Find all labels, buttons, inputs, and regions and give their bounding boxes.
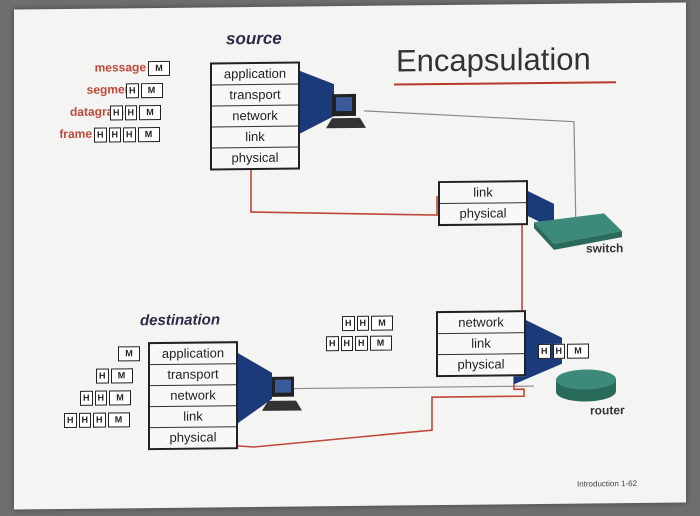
header-hl: H [326,336,339,352]
layer-physical: physical [231,149,279,166]
layer-network: network [438,312,524,335]
header-row-frame: H H H M [94,126,160,143]
source-protocol-stack: application transport network link physi… [210,61,300,171]
payload-m: M [140,82,163,99]
slide-footer: Introduction 1-62 [577,478,638,489]
switch-icon [514,184,622,250]
layer-physical: physical [457,356,505,372]
payload-m: M [107,412,130,428]
router-right-datagram-row: H H M [538,343,589,360]
header-row-datagram: H H M [110,104,161,121]
header-hn: H [78,412,91,428]
header-ht: H [356,315,369,331]
header-ht: H [123,127,136,143]
layer-link: link [150,406,236,429]
payload-m: M [567,343,589,359]
layer-physical: physical [459,205,507,221]
header-hl: H [94,127,107,143]
header-row-message: M [148,60,170,77]
header-ht: H [552,343,565,359]
dest-header-row-frame: H H H M [64,412,130,428]
payload-m: M [118,346,140,362]
router-label: router [590,403,625,418]
payload-m: M [109,390,131,406]
layer-network: network [150,385,236,408]
header-ht: H [355,335,368,351]
gray-link-router-dest [294,385,534,390]
destination-protocol-stack: application transport network link physi… [148,341,238,451]
header-hn: H [538,343,551,360]
header-hl: H [64,412,77,428]
switch-label: switch [586,241,624,256]
header-ht: H [124,105,137,121]
payload-m: M [110,368,133,384]
slide: Encapsulation message segment datagram f… [14,2,686,510]
layer-transport: transport [212,84,298,107]
header-ht: H [96,368,109,384]
gray-link-source-switch [363,110,577,234]
layer-application: application [212,63,298,86]
payload-m: M [371,315,393,331]
header-hn: H [110,105,123,121]
header-row-segment: H M [126,82,163,99]
header-hn: H [342,315,355,332]
dest-computer-icon [238,353,302,424]
layer-application: application [150,343,236,366]
label-frame: frame [59,126,92,142]
source-label: source [226,28,282,49]
payload-m: M [148,60,170,77]
dest-header-row-datagram: H H M [80,390,131,406]
router-protocol-stack: network link physical [436,310,526,378]
layer-link: link [438,333,524,356]
layer-transport: transport [150,364,236,387]
diagram-canvas [148,68,622,448]
header-hn: H [80,390,93,406]
header-ht: H [93,412,106,428]
dest-header-row-segment: H M [96,368,133,384]
payload-m: M [139,104,161,121]
payload-m: M [137,126,160,143]
layer-network: network [212,105,298,128]
layer-physical: physical [169,429,217,445]
label-message: message [94,60,146,75]
destination-label: destination [140,311,221,330]
layer-link: link [440,182,526,205]
source-computer-icon [294,68,366,137]
slide-title: Encapsulation [396,41,591,79]
header-ht: H [126,83,139,99]
header-hn: H [340,335,353,352]
header-hn: H [108,127,121,143]
router-datagram-row: H H M [342,315,393,332]
header-ht: H [94,390,107,406]
switch-protocol-stack: link physical [438,180,528,227]
dest-header-row-message: M [118,346,140,362]
payload-m: M [369,335,392,351]
router-frame-row: H H H M [326,335,392,352]
layer-link: link [212,126,298,149]
